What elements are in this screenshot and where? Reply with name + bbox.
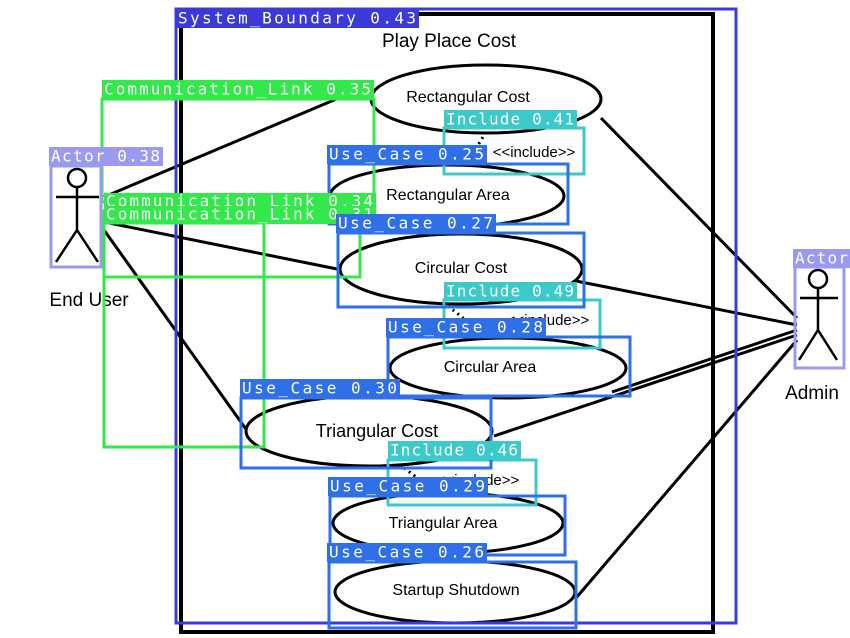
label-circular-area: Circular Area — [444, 359, 537, 376]
system-boundary-frame — [179, 12, 715, 634]
tag-bg-use-case-5 — [328, 477, 488, 496]
tag-bg-use-case-4 — [240, 379, 400, 398]
tag-use-case-4: Use_Case 0.30 — [242, 379, 397, 398]
tag-actor-1: Actor 0.38 — [51, 147, 160, 166]
actor-end-user-figure — [54, 167, 100, 263]
link-admin-circ-cost — [575, 279, 798, 327]
detection-tags: System_Boundary 0.43 Communication_Link … — [49, 9, 850, 562]
tag-bg-use-case-1 — [327, 145, 487, 164]
tag-bg-system-boundary — [176, 9, 419, 28]
tag-use-case-1: Use_Case 0.25 — [329, 145, 484, 164]
label-triangular-cost: Triangular Cost — [316, 421, 438, 441]
label-rectangular-cost: Rectangular Cost — [406, 89, 530, 106]
include-connector-1 — [462, 131, 488, 169]
tag-include-2: Include 0.49 — [446, 282, 574, 301]
tag-use-case-5: Use_Case 0.29 — [330, 477, 485, 496]
include-label-1: <<include>> — [493, 144, 576, 161]
link-enduser-circ-cost — [103, 220, 343, 272]
link-enduser-rect-cost — [103, 82, 373, 199]
actor-admin-label: Admin — [785, 383, 839, 404]
label-circular-cost: Circular Cost — [415, 260, 508, 277]
label-rectangular-area: Rectangular Area — [386, 187, 510, 204]
association-lines — [102, 82, 799, 599]
label-startup-shutdown: Startup Shutdown — [392, 582, 519, 599]
tag-actor-2: Actor — [795, 249, 848, 268]
tag-bg-use-case-2 — [336, 214, 496, 233]
tag-include-3: Include 0.46 — [390, 441, 518, 460]
tag-bg-actor-1 — [49, 147, 163, 166]
label-triangular-area: Triangular Area — [389, 515, 498, 532]
link-admin-circ-area — [611, 328, 798, 394]
tag-bg-actor-2 — [793, 249, 850, 268]
tag-bg-include-1 — [444, 110, 577, 129]
tag-comm-link-2: Communication_Link 0.34 — [106, 192, 373, 211]
actor-end-user-label: End User — [49, 290, 129, 311]
tag-bg-include-2 — [444, 282, 577, 301]
link-admin-startup — [574, 339, 799, 599]
tag-use-case-3: Use_Case 0.28 — [388, 318, 543, 337]
tag-bg-use-case-3 — [386, 318, 546, 337]
tag-comm-link-3: Communication_Link 0.31 — [106, 205, 373, 224]
actor-admin-figure — [797, 268, 839, 361]
tag-bg-comm-link-3 — [104, 206, 376, 224]
tag-bg-comm-link-1 — [102, 80, 374, 99]
tag-bg-include-3 — [388, 441, 521, 460]
link-admin-rect-cost — [599, 116, 799, 320]
det-box-system-boundary — [174, 7, 738, 625]
link-admin-tri-cost — [493, 333, 798, 438]
tag-bg-use-case-6 — [327, 543, 487, 562]
tag-comm-link-1: Communication_Link 0.35 — [104, 80, 371, 99]
tag-use-case-2: Use_Case 0.27 — [338, 214, 493, 233]
tag-include-1: Include 0.41 — [446, 110, 574, 129]
system-title: Play Place Cost — [382, 31, 517, 52]
tag-use-case-6: Use_Case 0.26 — [329, 543, 484, 562]
